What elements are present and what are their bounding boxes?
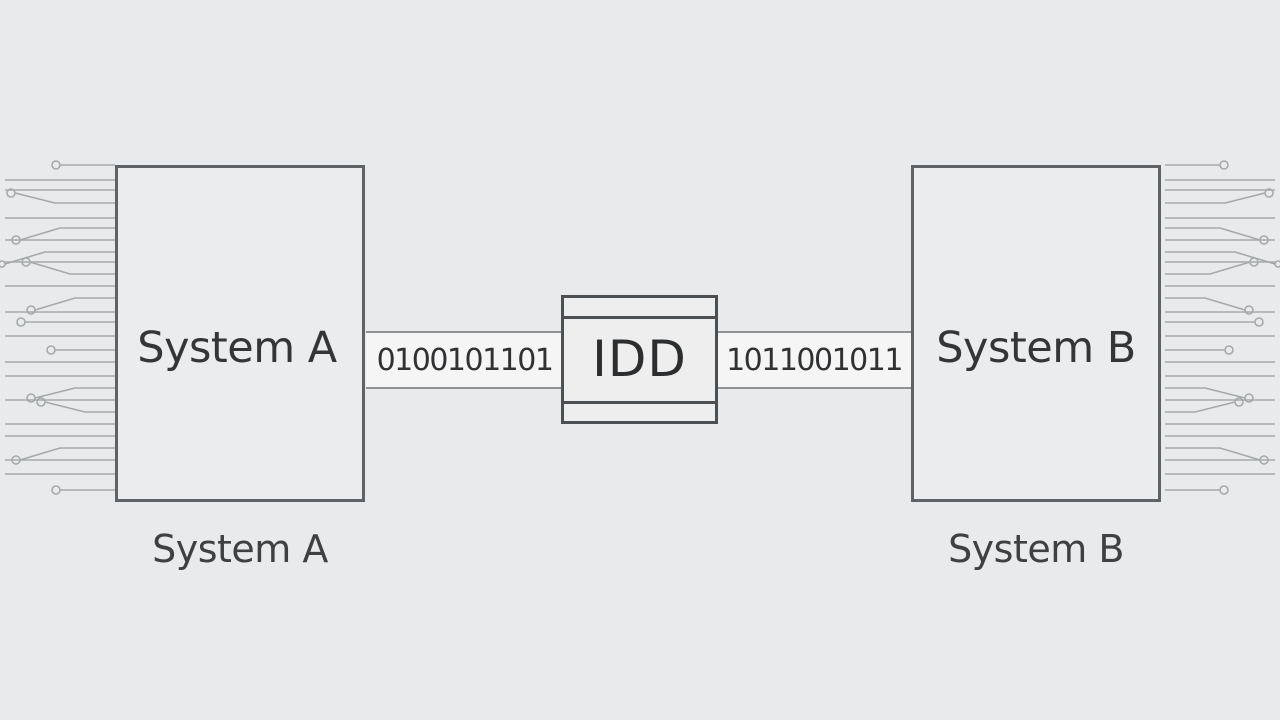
idd-label: IDD [592,330,687,388]
system-a-caption: System A [152,527,328,571]
binary-stream-right: 1011001011 [726,342,903,378]
circuit-node [21,257,31,267]
circuit-trace [19,227,115,241]
circuit-trace [34,297,115,311]
circuit-trace [1165,387,1246,399]
data-channel-left: 0100101101 [366,331,563,389]
circuit-node [26,393,36,403]
circuit-trace [1165,192,1266,204]
circuit-node [26,305,36,315]
system-a-box: System A [115,165,365,502]
circuit-traces-left [0,160,115,495]
idd-bottom-rule [564,401,715,404]
idd-box: IDD [561,295,718,424]
system-a-box-label: System A [137,323,337,373]
circuit-node [1219,160,1229,170]
circuit-trace [44,401,115,413]
circuit-node [51,160,61,170]
circuit-trace [29,261,115,275]
circuit-node [1244,305,1254,315]
circuit-trace [34,387,115,399]
circuit-trace [1165,251,1276,265]
circuit-node [1264,188,1274,198]
circuit-node [46,345,56,355]
system-b-box: System B [911,165,1161,502]
circuit-node [1249,257,1259,267]
circuit-trace [4,251,115,265]
circuit-node [1224,345,1234,355]
data-channel-right: 1011001011 [716,331,912,389]
circuit-trace [1165,447,1261,461]
circuit-node [36,397,46,407]
binary-stream-left: 0100101101 [376,342,554,378]
circuit-node [16,317,26,327]
circuit-trace [14,192,115,204]
circuit-node [1244,393,1254,403]
circuit-node [1234,397,1244,407]
circuit-node [0,260,6,268]
circuit-trace [1165,297,1246,311]
system-b-caption: System B [948,527,1124,571]
idd-top-rule [564,316,715,319]
circuit-node [51,485,61,495]
circuit-node [1274,260,1280,268]
circuit-node [6,188,16,198]
circuit-trace [19,447,115,461]
circuit-trace [1165,401,1236,413]
circuit-trace [1165,227,1261,241]
system-b-box-label: System B [936,323,1136,373]
circuit-node [1254,317,1264,327]
circuit-trace [1165,261,1251,275]
circuit-node [1219,485,1229,495]
circuit-traces-right [1165,160,1280,495]
